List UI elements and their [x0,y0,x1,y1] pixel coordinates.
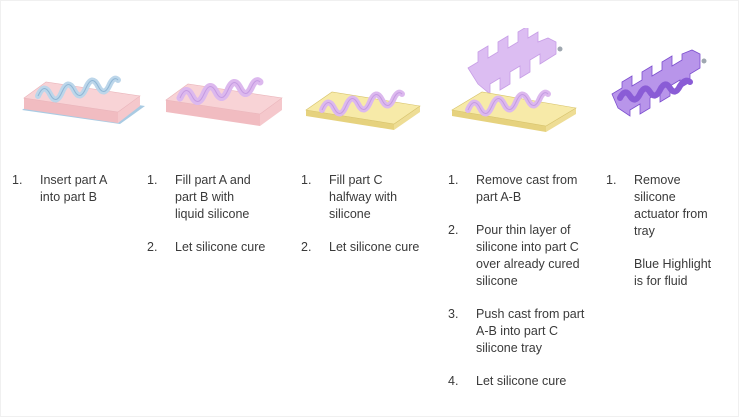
step-text: Remove silicone actuator from tray [634,173,708,238]
cast-and-tray-illustration [451,28,577,132]
step-text: Remove cast from part A-B [476,173,578,204]
step-text: Let silicone cure [329,240,420,254]
step-number: 1. [12,173,23,187]
step-text: Push cast from part A-B into part C sili… [476,307,585,355]
mold-ab-with-insert-illustration [22,75,145,124]
step-column-5: 1. Remove silicone actuator from tray Bl… [606,172,731,306]
step-number: 2. [147,240,158,254]
step-column-1: 1. Insert part A into part B [12,172,137,222]
step-item: 2. Let silicone cure [147,239,292,256]
fluid-highlight-note: Blue Highlight is for fluid [634,257,712,288]
silicone-actuator-illustration [611,49,707,117]
step-number: 1. [448,173,459,187]
step-item: 1. Insert part A into part B [12,172,137,206]
tray-c-filled-illustration [305,89,421,130]
step-number: 3. [448,307,459,321]
step-item: 4. Let silicone cure [448,373,598,390]
step-text: Fill part C halfway with silicone [329,173,398,221]
process-illustrations [22,28,707,132]
step-number: 2. [301,240,312,254]
step-item: 3. Push cast from part A-B into part C s… [448,306,598,357]
step-text: Let silicone cure [175,240,266,254]
step-item: 1. Remove cast from part A-B [448,172,598,206]
step-item: 1. Fill part A and part B with liquid si… [147,172,292,223]
step-text: Fill part A and part B with liquid silic… [175,173,251,221]
step-number: 4. [448,374,459,388]
step-item: 1. Remove silicone actuator from tray [606,172,731,240]
step-item: 2. Pour thin layer of silicone into part… [448,222,598,290]
step-text: Pour thin layer of silicone into part C … [476,223,580,288]
step-note-row: Blue Highlight is for fluid [606,256,731,290]
step-column-3: 1. Fill part C halfway with silicone 2. … [301,172,441,272]
step-column-2: 1. Fill part A and part B with liquid si… [147,172,292,272]
step-number: 1. [606,173,617,187]
step-number: 1. [301,173,312,187]
step-item: 2. Let silicone cure [301,239,441,256]
mold-ab-filled-illustration [165,77,283,126]
step-column-4: 1. Remove cast from part A-B 2. Pour thi… [448,172,598,406]
step-text: Insert part A into part B [40,173,108,204]
step-number: 1. [147,173,158,187]
step-text: Let silicone cure [476,374,567,388]
step-number: 2. [448,223,459,237]
step-item: 1. Fill part C halfway with silicone [301,172,441,223]
